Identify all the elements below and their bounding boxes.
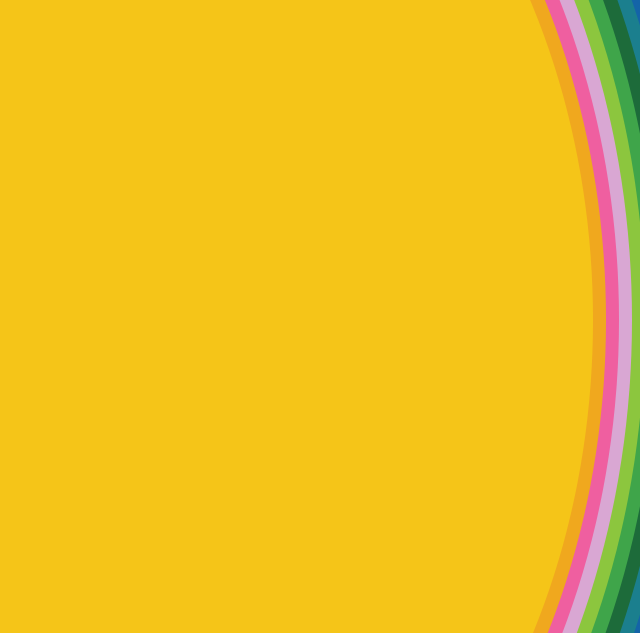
rainbow-band-yellow <box>0 0 593 633</box>
